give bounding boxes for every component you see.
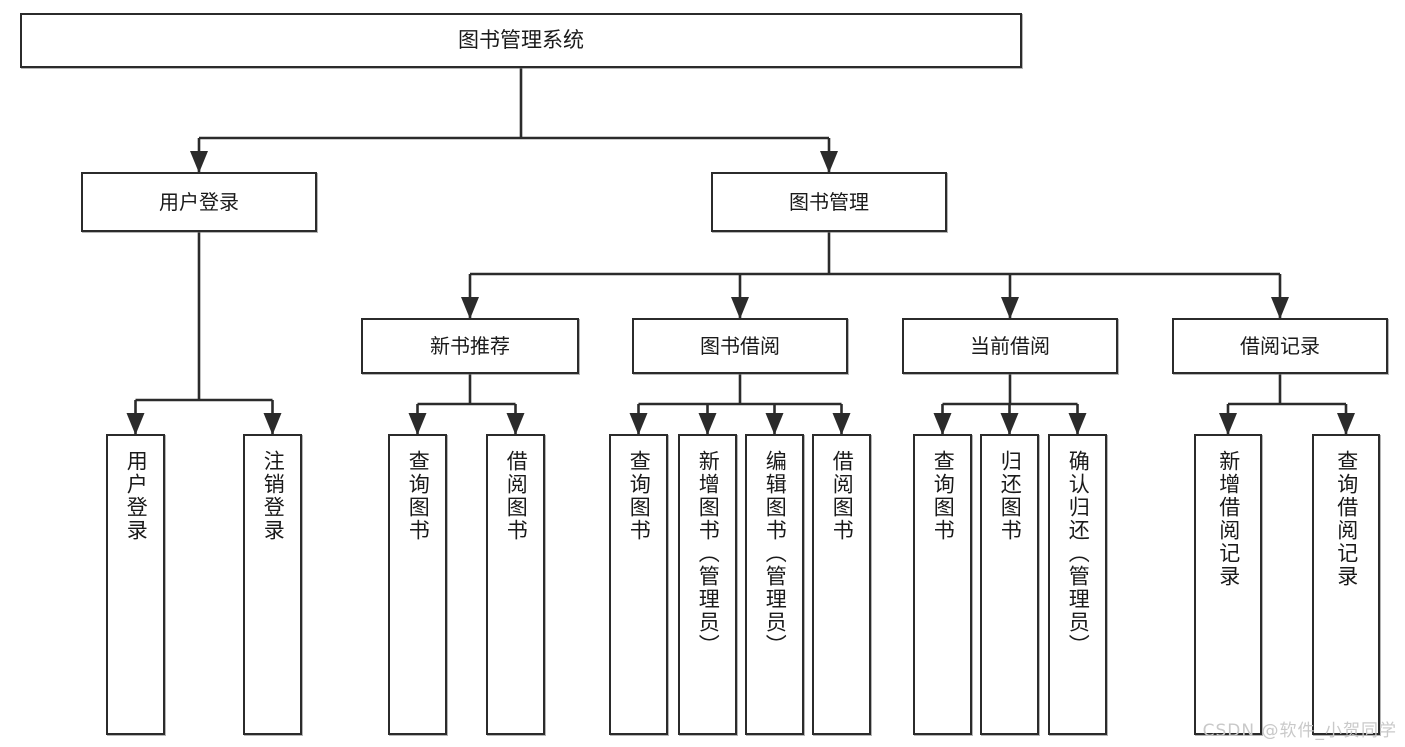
node-label: 新书推荐	[430, 333, 510, 358]
node-label: 归还图书	[998, 450, 1023, 542]
node-label: 注销登录	[261, 450, 286, 542]
node-label: 新增借阅记录	[1216, 450, 1241, 588]
node-label: 图书管理	[789, 189, 869, 214]
node-label: 确认归还（管理员）	[1066, 450, 1091, 657]
node-leaf-bk-edit[interactable]: 编辑图书（管理员）	[745, 434, 804, 735]
node-l2-book-mgmt[interactable]: 图书管理	[711, 172, 947, 232]
node-leaf-cur-query[interactable]: 查询图书	[913, 434, 972, 735]
edge-arrowhead-icon	[1271, 297, 1289, 319]
node-l2-login[interactable]: 用户登录	[81, 172, 317, 232]
node-leaf-nb-borrow[interactable]: 借阅图书	[486, 434, 545, 735]
node-leaf-bk-borrow[interactable]: 借阅图书	[812, 434, 871, 735]
edge-arrowhead-icon	[933, 413, 952, 435]
node-label: 借阅图书	[504, 450, 529, 542]
edge-arrowhead-icon	[506, 413, 525, 435]
edge-arrowhead-icon	[461, 297, 479, 319]
edge-arrowhead-icon	[832, 413, 851, 435]
edge-arrowhead-icon	[1068, 413, 1087, 435]
node-label: 查询图书	[406, 450, 431, 542]
node-leaf-rec-add[interactable]: 新增借阅记录	[1194, 434, 1262, 735]
edge-arrowhead-icon	[190, 151, 208, 173]
edge-arrowhead-icon	[731, 297, 749, 319]
node-l3-borrow[interactable]: 图书借阅	[632, 318, 848, 374]
edge-arrowhead-icon	[820, 151, 838, 173]
node-label: 图书管理系统	[458, 27, 584, 52]
node-leaf-cur-confirm[interactable]: 确认归还（管理员）	[1048, 434, 1107, 735]
node-label: 借阅记录	[1240, 333, 1320, 358]
node-label: 查询图书	[931, 450, 956, 542]
node-label: 查询图书	[627, 450, 652, 542]
node-leaf-rec-query[interactable]: 查询借阅记录	[1312, 434, 1380, 735]
node-label: 编辑图书（管理员）	[763, 450, 788, 657]
node-root[interactable]: 图书管理系统	[20, 13, 1022, 68]
edge-arrowhead-icon	[698, 413, 717, 435]
edge-arrowhead-icon	[263, 413, 282, 435]
node-l3-current[interactable]: 当前借阅	[902, 318, 1118, 374]
node-leaf-bk-query[interactable]: 查询图书	[609, 434, 668, 735]
edge-arrowhead-icon	[1219, 413, 1237, 435]
node-label: 查询借阅记录	[1334, 450, 1359, 588]
watermark-text: CSDN @软件_小贺同学	[1202, 721, 1397, 741]
node-leaf-bk-add[interactable]: 新增图书（管理员）	[678, 434, 737, 735]
node-leaf-logout[interactable]: 注销登录	[243, 434, 302, 735]
node-l3-record[interactable]: 借阅记录	[1172, 318, 1388, 374]
edge-arrowhead-icon	[126, 413, 145, 435]
node-leaf-nb-query[interactable]: 查询图书	[388, 434, 447, 735]
node-label: 图书借阅	[700, 333, 780, 358]
node-leaf-cur-return[interactable]: 归还图书	[980, 434, 1039, 735]
node-label: 用户登录	[159, 189, 239, 214]
edge-arrowhead-icon	[408, 413, 427, 435]
edge-arrowhead-icon	[629, 413, 648, 435]
node-label: 借阅图书	[830, 450, 855, 542]
edge-arrowhead-icon	[1337, 413, 1355, 435]
edge-arrowhead-icon	[1000, 413, 1019, 435]
node-l3-new-book[interactable]: 新书推荐	[361, 318, 579, 374]
edge-arrowhead-icon	[1001, 297, 1019, 319]
node-leaf-user-login[interactable]: 用户登录	[106, 434, 165, 735]
edge-arrowhead-icon	[765, 413, 784, 435]
node-label: 新增图书（管理员）	[696, 450, 721, 657]
node-label: 当前借阅	[970, 333, 1050, 358]
node-label: 用户登录	[124, 450, 149, 542]
